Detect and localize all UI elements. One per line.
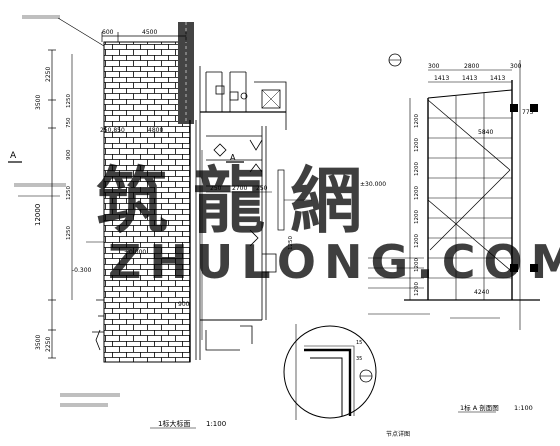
dim-inner-2: 900 — [66, 149, 72, 160]
detail-caption: 节点详图 — [386, 430, 410, 438]
rdim-1413b: 1413 — [462, 75, 477, 82]
dim-mid-250: 250,850 — [100, 127, 125, 134]
rside-7: 1200 — [414, 282, 420, 296]
rdim-5840: 5840 — [478, 129, 493, 136]
watermark-en: ZHULONG.COM — [108, 235, 560, 289]
dim-side-2250b: 2250 — [45, 337, 52, 352]
dim-plan-2700: 2700 — [232, 185, 247, 192]
rside-1: 1200 — [414, 138, 420, 152]
rdim-2800: 2800 — [464, 63, 479, 70]
watermark: 筑 龍 網 ZHULONG.COM — [96, 159, 560, 289]
level-zero: ±0.000 — [124, 249, 146, 256]
rdim-300a: 300 — [428, 63, 440, 70]
dim-side-3500a: 3500 — [35, 95, 42, 110]
rside-4: 1200 — [414, 210, 420, 224]
dim-top-1: 600 — [102, 29, 114, 36]
right-scale: 1:100 — [514, 404, 533, 412]
dim-side-3500b: 3500 — [35, 335, 42, 350]
watermark-cn: 筑 龍 網 — [96, 159, 362, 243]
dim-inner-3: 1250 — [66, 186, 72, 200]
dim-plan-900: 900 — [178, 301, 190, 308]
dim-side-12000: 12000 — [34, 204, 42, 226]
dim-mid-4800: 4800 — [148, 127, 163, 134]
rside-2: 1200 — [414, 162, 420, 176]
dim-inner-4: 1250 — [66, 226, 72, 240]
rside-3: 1200 — [414, 186, 420, 200]
node-detail: 15 35 节点详图 — [283, 324, 410, 438]
dim-top-2: 4500 — [142, 29, 157, 36]
rside-5: 1200 — [414, 234, 420, 248]
rdim-300b: 300 — [510, 63, 522, 70]
rside-0: 1200 — [414, 114, 420, 128]
right-caption: 1标 A 剖面图 — [460, 403, 499, 412]
rdim-1413c: 1413 — [490, 75, 505, 82]
rdim-775: 775 — [522, 109, 534, 116]
dim-side-2250a: 2250 — [45, 67, 52, 82]
dim-plan-250b: 250 — [256, 185, 268, 192]
level-minus: -0.300 — [72, 267, 92, 274]
right-level: ±30.000 — [360, 181, 386, 188]
detail-dim-35: 35 — [356, 356, 362, 362]
dim-plan-250a: 250 — [210, 185, 222, 192]
section-marker-a-right: A — [230, 153, 236, 162]
rside-6: 1200 — [414, 258, 420, 272]
dim-plan-1250: 1250 — [288, 236, 294, 250]
right-section: 300 2800 1413 1413 1413 300 — [360, 53, 540, 413]
dim-inner-0: 1250 — [66, 94, 72, 108]
left-scale: 1:100 — [206, 420, 226, 428]
left-elevation: 600 4500 2250 3500 12000 3500 2250 1250 … — [8, 15, 244, 429]
rdim-4240: 4240 — [474, 289, 489, 296]
brick-facade — [103, 41, 191, 363]
dim-inner-1: 750 — [66, 117, 72, 128]
section-marker-a-left: A — [10, 151, 17, 161]
left-caption: 1标大标面 — [158, 419, 190, 428]
plan-dims: 250 2700 250 1250 900 — [178, 185, 294, 308]
detail-dim-15: 15 — [356, 340, 362, 346]
plan-walls — [199, 66, 312, 360]
rdim-1413a: 1413 — [434, 75, 449, 82]
